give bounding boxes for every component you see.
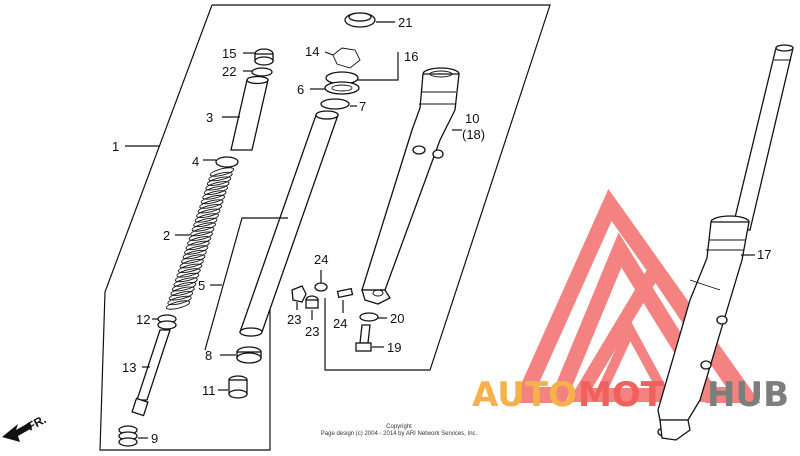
part-4-spring-seat	[203, 156, 239, 168]
label-22: 22	[222, 64, 236, 79]
label-10-alt: (18)	[462, 127, 485, 142]
front-direction-label: FR.	[25, 412, 49, 433]
spring-coil	[203, 185, 229, 196]
part-10-fork-slider	[361, 67, 462, 305]
spring-coil	[197, 203, 223, 214]
label-17: 17	[757, 247, 771, 262]
logo-word-auto: AUTO	[472, 375, 577, 415]
spring-coil	[167, 295, 192, 306]
bracket-5	[204, 217, 288, 351]
spring-coil	[168, 291, 194, 301]
spring-coil	[194, 213, 219, 223]
spring-coil	[206, 176, 232, 186]
label-11: 11	[202, 383, 216, 398]
spring-coil	[176, 268, 201, 278]
part-6-oil-seal	[310, 71, 360, 95]
spring-coil	[196, 208, 221, 219]
part-23-washer-a	[291, 285, 307, 310]
spring-coil	[179, 258, 204, 269]
spring-coil	[181, 254, 206, 264]
part-14-stopper-ring	[324, 47, 361, 69]
bracket-16	[355, 52, 399, 81]
part-11-oil-lock-piece	[218, 375, 248, 399]
label-9: 9	[151, 431, 158, 446]
spring-coil	[190, 226, 215, 237]
copyright-line-2: Page design (c) 2004 - 2014 by ARI Netwo…	[321, 431, 478, 437]
label-2: 2	[163, 228, 170, 243]
label-15: 15	[222, 46, 236, 61]
part-2-fork-spring	[165, 167, 235, 310]
part-7-backup-ring	[320, 98, 357, 110]
part-23-washer-b	[305, 295, 319, 320]
spring-coil	[202, 190, 227, 200]
part-13-damper-rod	[131, 329, 171, 417]
spring-coil	[170, 286, 195, 296]
label-4: 4	[192, 154, 199, 169]
spring-coil	[165, 300, 191, 310]
part-8-piston	[220, 346, 262, 364]
part-17-fork-assembly	[657, 44, 794, 441]
spring-coil	[184, 245, 209, 255]
label-23-a: 23	[287, 312, 301, 327]
assembly-outline	[212, 4, 551, 371]
label-6: 6	[297, 82, 304, 97]
label-21: 21	[398, 15, 412, 30]
part-15-fork-bolt	[243, 48, 274, 66]
logo-word-hub: HUB	[707, 375, 789, 415]
label-20: 20	[390, 311, 404, 326]
spring-coil	[205, 181, 230, 191]
label-23-b: 23	[305, 324, 319, 339]
part-20-sealing-washer	[359, 312, 387, 322]
part-22-o-ring	[243, 67, 273, 77]
spring-coil	[177, 263, 203, 274]
part-24-bolt-lower	[336, 287, 354, 313]
spring-coil	[173, 277, 198, 287]
spring-coil	[191, 222, 216, 232]
spring-coil	[188, 231, 213, 241]
label-1: 1	[112, 139, 119, 154]
label-5: 5	[198, 278, 205, 293]
label-3: 3	[206, 110, 213, 125]
part-24-bolt-upper	[314, 270, 328, 292]
spring-coil	[200, 194, 226, 205]
label-10: 10	[465, 111, 479, 126]
assembly-outline-left	[99, 4, 271, 451]
label-12: 12	[136, 312, 150, 327]
spring-coil	[171, 281, 197, 292]
label-24-lower: 24	[333, 316, 347, 331]
part-19-socket-bolt	[355, 324, 384, 352]
part-9-rebound-spring	[118, 425, 148, 447]
spring-coil	[174, 272, 200, 283]
spring-coil	[187, 236, 212, 246]
part-21-dust-seal	[344, 12, 395, 28]
spring-coil	[182, 249, 207, 260]
label-13: 13	[122, 360, 136, 375]
part-5-fork-pipe	[239, 110, 339, 337]
part-3-spring-collar	[222, 75, 269, 151]
spring-coil	[199, 199, 224, 209]
spring-coil	[208, 171, 233, 182]
label-19: 19	[387, 340, 401, 355]
label-14: 14	[305, 44, 319, 59]
part-12-piston-ring	[152, 314, 177, 330]
copyright-line-1: Copyright	[386, 424, 412, 430]
spring-coil	[193, 217, 218, 228]
label-24-upper: 24	[314, 252, 328, 267]
spring-coil	[209, 167, 235, 177]
label-8: 8	[205, 348, 212, 363]
spring-coil	[185, 240, 210, 251]
label-7: 7	[359, 99, 366, 114]
front-direction-arrow	[2, 422, 32, 442]
label-16: 16	[404, 49, 418, 64]
